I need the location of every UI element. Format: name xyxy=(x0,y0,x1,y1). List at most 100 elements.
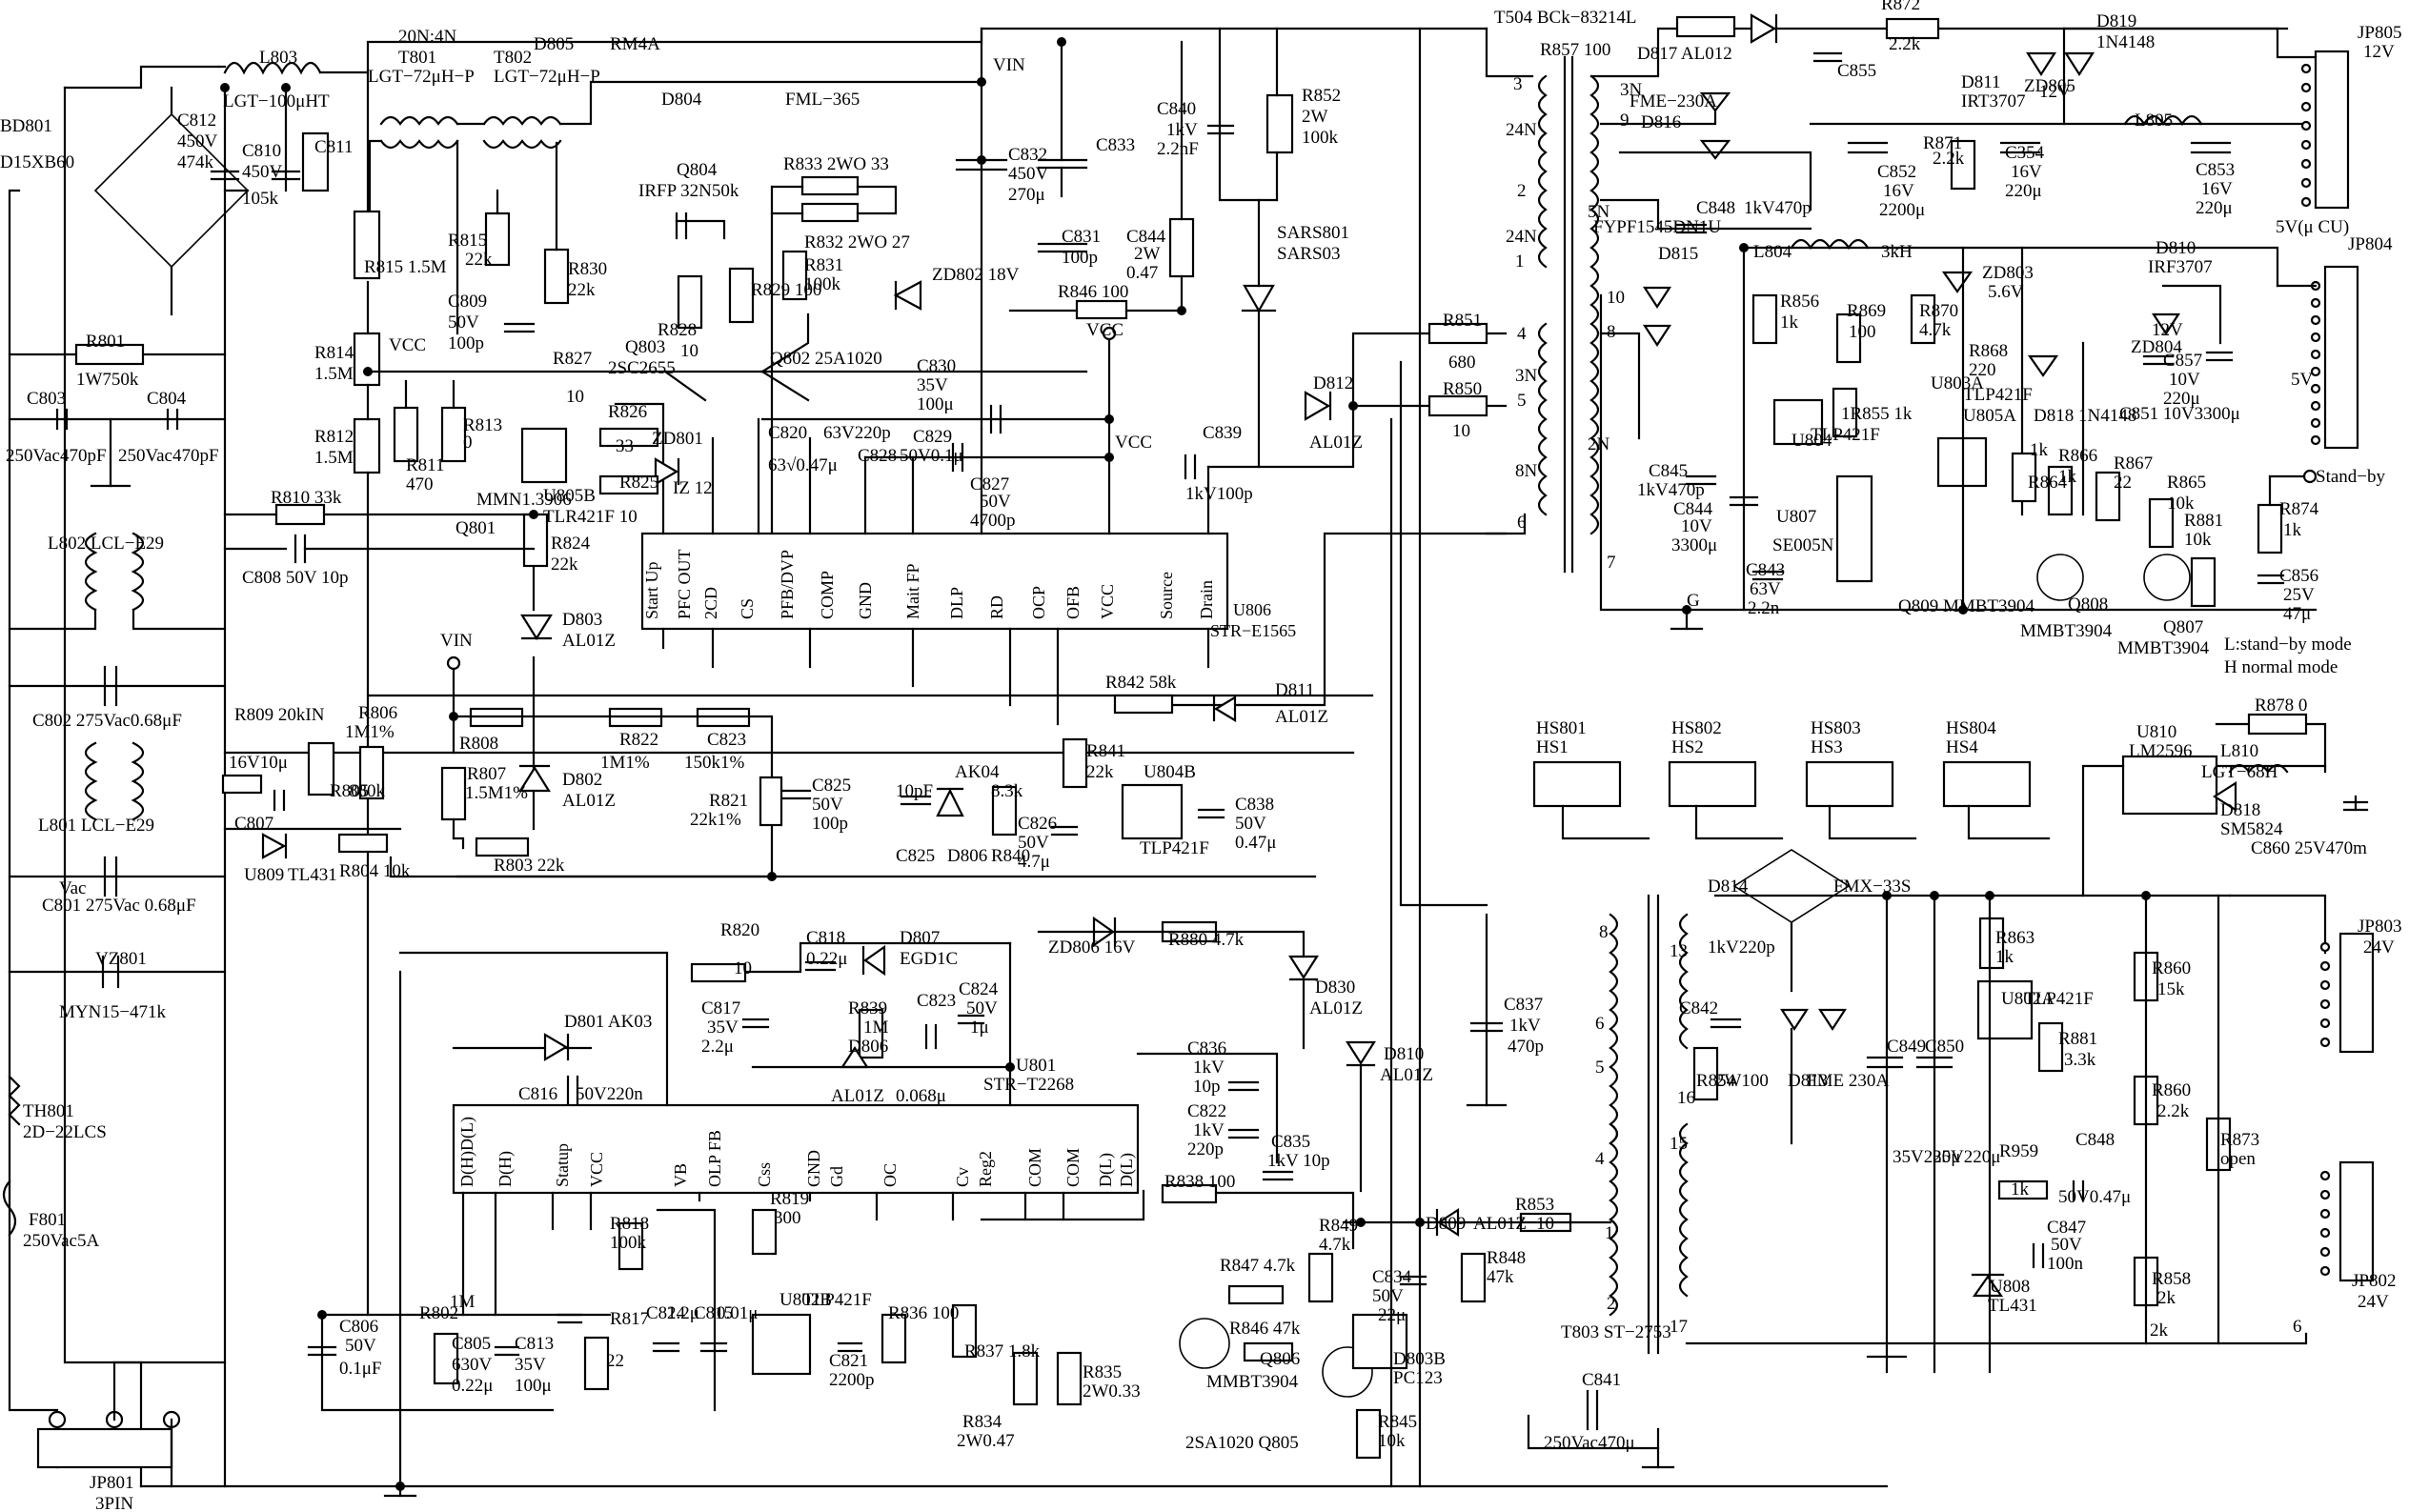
label-r842: R842 58k xyxy=(1105,673,1177,693)
label-stb: Stand−by xyxy=(2316,467,2385,487)
label-fme: FME−230A xyxy=(1630,91,1717,111)
label-d818: D818 1N4148 xyxy=(2034,406,2136,426)
label-zd802: ZD802 18V xyxy=(932,265,1020,285)
label-r834: R834 xyxy=(962,1412,1002,1432)
label-r845b: 10k xyxy=(1378,1431,1406,1451)
label-u802a: U802A xyxy=(2001,989,2055,1009)
label-c840: C840 xyxy=(1157,99,1196,119)
label-d830b: AL01Z xyxy=(1309,998,1363,1018)
label-u810: U810 xyxy=(2136,722,2176,742)
label-r830: R830 xyxy=(568,259,607,279)
label-r827b: 10 xyxy=(566,387,584,407)
label-d814: D814 xyxy=(1708,877,1749,897)
label-r811: R811 xyxy=(406,455,444,475)
label-d810a: D810 xyxy=(1384,1044,1424,1064)
u801-pin-label: COM xyxy=(1063,1148,1083,1187)
label-c805b: 630V xyxy=(452,1355,493,1375)
label-r807b: 1.5M1% xyxy=(465,783,528,803)
label-r817b: 22 xyxy=(606,1351,624,1371)
label-c852: C852 xyxy=(1877,162,1916,182)
label-r807: R807 xyxy=(467,764,506,784)
label-r858: R858 xyxy=(2152,1269,2191,1289)
label-c842b: 1kV220p xyxy=(1708,937,1775,958)
label-r868: R868 xyxy=(1969,341,2008,361)
label-th801b: 2D−22LCS xyxy=(23,1122,107,1142)
label-c851: C851 10V3300μ xyxy=(2119,404,2240,424)
label-r871b: 2.2k xyxy=(1933,149,1965,169)
label-c835: C835 xyxy=(1271,1132,1310,1152)
label-r837: R837 1.8k xyxy=(964,1341,1041,1361)
label-r881c: 3.3k xyxy=(2064,1050,2096,1070)
label-c857c: 220μ xyxy=(2163,389,2200,409)
label-zd804: ZD804 xyxy=(2131,337,2182,357)
label-r831: R831 xyxy=(804,255,843,275)
label-r869: R869 xyxy=(1847,301,1886,321)
label-fmx: FMX−33S xyxy=(1833,877,1911,897)
label-r820: R820 xyxy=(720,920,759,940)
label-hs802: HS802 xyxy=(1671,718,1722,738)
label-c824c: 1μ xyxy=(970,1018,989,1038)
label-d811b2: D811 xyxy=(1961,72,2001,92)
label-zd803: ZD803 xyxy=(1982,263,2034,283)
label-r866b: 1k xyxy=(2058,467,2077,487)
label-r815b: R815 xyxy=(448,231,487,251)
label-c810: C810 xyxy=(242,141,281,161)
label-c832: C832 xyxy=(1008,145,1047,165)
u806-pin-label: OCP xyxy=(1029,586,1048,619)
u801-pin-label: Gd xyxy=(827,1166,846,1187)
label-c822: C822 xyxy=(1187,1101,1226,1121)
label-n3n2: 3N xyxy=(1620,80,1643,100)
label-d818b: D818 xyxy=(2220,800,2260,820)
u806-part: STR−E1565 xyxy=(1210,621,1296,640)
label-l810: L810 xyxy=(2220,741,2258,761)
label-c821: C821 xyxy=(829,1351,868,1371)
label-c803: C803 xyxy=(27,389,66,409)
label-r881b2: R881 xyxy=(2058,1029,2097,1049)
label-str2268: STR−T2268 xyxy=(983,1075,1074,1095)
label-r864: R864 xyxy=(2028,473,2068,493)
label-lm2596: LM2596 xyxy=(2129,741,2193,761)
label-c827b: 50V xyxy=(980,492,1011,512)
label-r820b: 10 xyxy=(734,958,752,978)
label-r815: R815 1.5M xyxy=(364,257,447,277)
label-c844b: 2W xyxy=(1134,244,1161,264)
label-r850: R850 xyxy=(1443,379,1482,399)
label-jp805b: 12V xyxy=(2363,42,2395,62)
label-r818: R818 xyxy=(610,1214,649,1234)
label-r849b: 4.7k xyxy=(1319,1235,1351,1255)
label-c806b: 50V xyxy=(345,1336,376,1356)
label-c853: C853 xyxy=(2196,160,2235,180)
label-r810: R810 33k xyxy=(271,488,342,508)
label-c849b: 35V220μ xyxy=(1893,1147,1960,1167)
label-c840c: 2.2nF xyxy=(1157,139,1199,159)
label-r857: R857 100 xyxy=(1540,40,1610,60)
label-c802: C802 275Vac0.68μF xyxy=(32,711,182,731)
u806-pin-label: CS xyxy=(738,598,757,619)
label-c833: C833 xyxy=(1096,135,1135,155)
label-c855: C855 xyxy=(1837,61,1876,81)
label-d803b2: D803B xyxy=(1393,1349,1446,1369)
label-c813b: 35V xyxy=(515,1355,546,1375)
label-u804bv: TLP421F xyxy=(1140,838,1209,858)
label-c837: C837 xyxy=(1504,995,1543,1015)
label-r815c: 22k xyxy=(465,250,493,270)
label-d807: D807 xyxy=(900,928,940,948)
label-d810b: IRF3707 xyxy=(2148,257,2213,277)
label-d819b: 1N4148 xyxy=(2096,32,2155,52)
label-n1: 1 xyxy=(1515,252,1525,272)
label-c823b: 150k1% xyxy=(684,753,745,773)
label-q801: Q801 xyxy=(455,518,496,538)
label-l804: L804 xyxy=(1753,242,1792,262)
label-c826: C826 xyxy=(1018,814,1057,834)
label-v5: 5V xyxy=(2291,370,2314,390)
label-c820c: 63√0.47μ xyxy=(768,455,838,475)
label-r821b: 22k1% xyxy=(690,810,741,830)
label-r873: R873 xyxy=(2220,1130,2259,1150)
label-r838: R838 100 xyxy=(1164,1172,1235,1192)
label-c809: C809 xyxy=(448,292,487,312)
label-r854b: 2W100 xyxy=(1715,1071,1769,1091)
label-vz801b: MYN15−471k xyxy=(59,1002,167,1022)
label-q805: 2SA1020 Q805 xyxy=(1185,1433,1299,1453)
